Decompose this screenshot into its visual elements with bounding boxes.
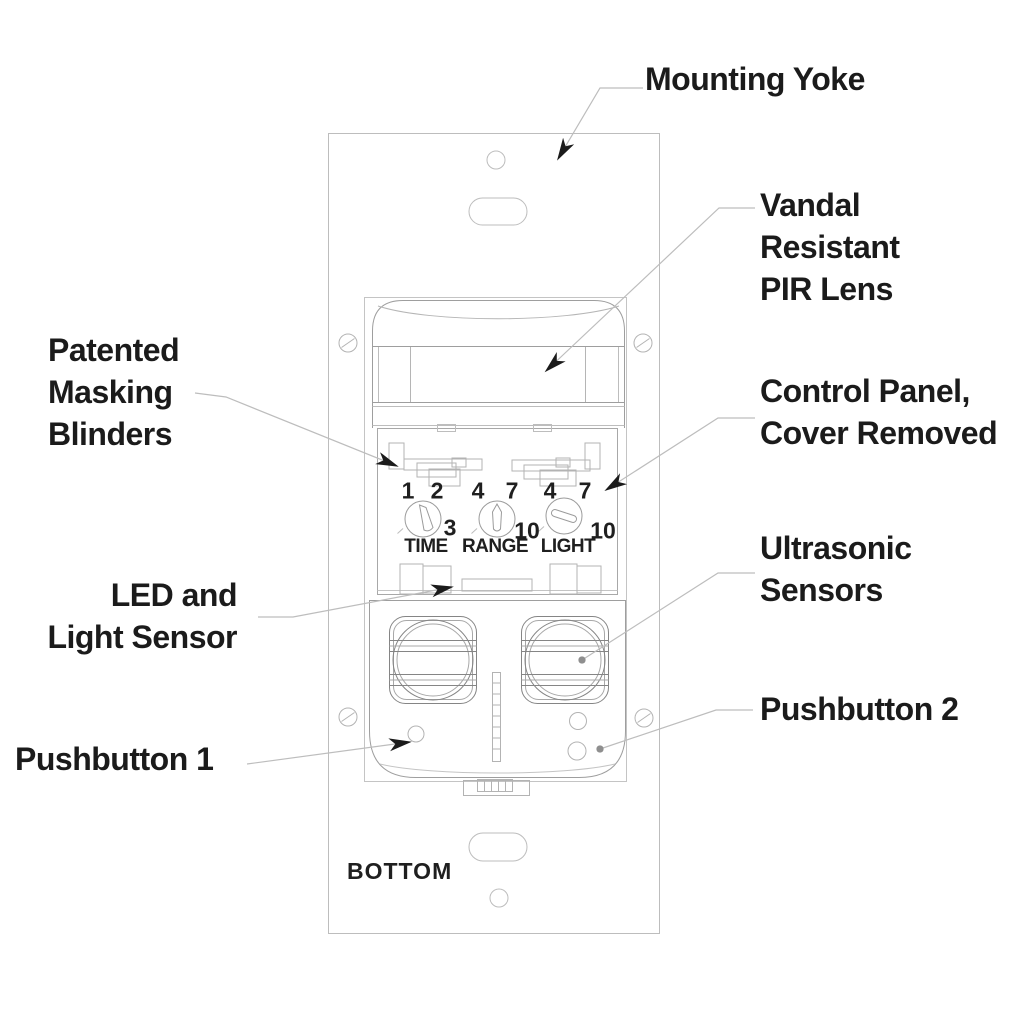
yoke-screw-top-left [338,333,358,353]
pushbutton-2 [567,741,587,761]
control-panel [377,424,618,595]
leader-ultrasonic-sensors [578,572,755,664]
leader-vandal-pir-lens [544,207,755,373]
time-option-3: 3 [443,514,457,541]
center-ribbed-strip [492,672,501,762]
led-light-sensor-bar [461,578,533,592]
range-option-4: 4 [471,477,485,504]
yoke-screw-top-right [633,333,653,353]
light-option-10: 10 [590,517,616,544]
light-dial [538,497,583,535]
leader-masking-blinders [194,392,399,467]
label-masking-blinders: Patented Masking Blinders [48,332,180,452]
label-ultrasonic-sensors: Ultrasonic Sensors [760,530,912,608]
light-option-4: 4 [543,477,557,504]
range-option-10: 10 [514,517,540,544]
lower-housing [369,600,626,778]
top-screw-hole [486,150,506,170]
bottom-screw-hole [489,888,509,908]
bottom-mounting-slot [468,832,528,862]
led-and-light-sensor-area [399,563,602,595]
time-dial-label: TIME [404,536,448,557]
lens-dome-curve [377,305,620,320]
pushbutton-1 [407,725,425,743]
time-option-1: 1 [401,477,415,504]
leader-lines [194,87,755,765]
label-pushbutton-1: Pushbutton 1 [15,741,214,777]
leader-mounting-yoke [557,87,643,161]
module-recess-frame [364,297,627,782]
ultrasonic-sensor-right [521,616,609,704]
mounting-yoke-plate [328,133,660,934]
leader-led-light-sensor [258,584,454,618]
bottom-connector [463,779,530,796]
label-vandal-pir-lens: Vandal Resistant PIR Lens [760,187,900,307]
yoke-screw-bottom-right [634,708,654,728]
range-dial-label: RANGE [461,536,529,557]
leader-control-panel [604,417,755,492]
leader-pushbutton-1 [246,738,412,765]
label-led-light-sensor: LED and Light Sensor [47,577,237,655]
label-mounting-yoke: Mounting Yoke [645,61,865,97]
label-control-panel: Control Panel, Cover Removed [760,373,998,451]
time-dial [397,500,442,538]
light-dial-label: LIGHT [540,536,596,557]
bottom-orientation-text: BOTTOM [347,858,453,884]
time-option-2: 2 [430,477,444,504]
range-dial [471,500,516,538]
range-option-7: 7 [505,477,519,504]
light-option-7: 7 [578,477,592,504]
leader-pushbutton-2 [596,709,753,753]
upper-right-button [569,712,587,730]
label-pushbutton-2: Pushbutton 2 [760,691,959,727]
yoke-plate-outline [328,133,660,934]
ultrasonic-sensor-left [389,616,477,704]
masking-blinders-right [511,442,601,487]
top-mounting-slot [468,197,528,226]
yoke-screw-bottom-left [338,707,358,727]
pir-lens-housing [372,300,625,428]
